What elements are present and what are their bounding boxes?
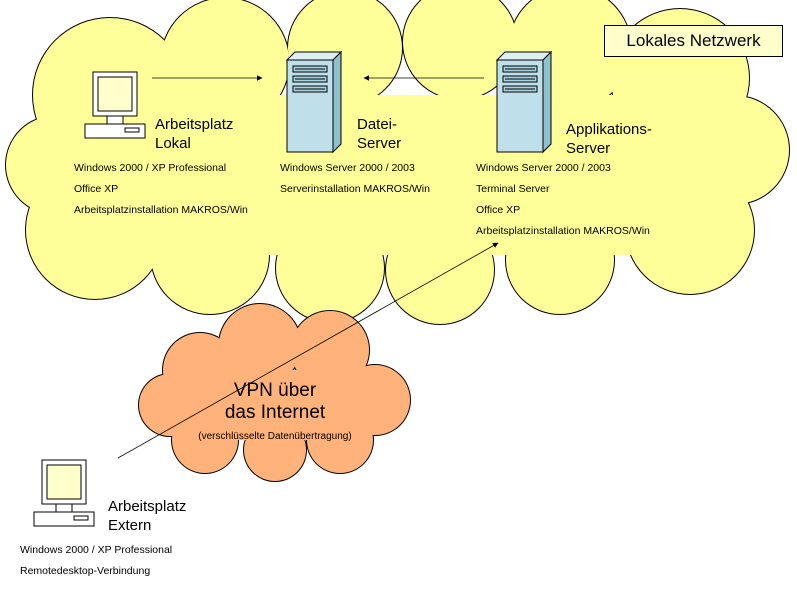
server-tower-icon [285,50,343,154]
spec-line: Windows 2000 / XP Professional [74,162,227,174]
vpn-link-line [117,242,499,459]
application-server-label: Applikations- Server [566,120,652,158]
spec-line: Serverinstallation MAKROS/Win [280,183,430,195]
server-tower-icon [495,50,553,154]
spec-line: Office XP [74,183,119,195]
application-server-specs: Windows Server 2000 / 2003 Terminal Serv… [476,158,650,242]
vpn-subtitle: (verschlüsselte Datenübertragung) [198,431,352,442]
computer-workstation-icon [84,71,146,139]
file-server-specs: Windows Server 2000 / 2003 Serverinstall… [280,158,430,200]
workstation-external-label: Arbeitsplatz Extern [108,497,186,535]
label-line: Server [357,135,402,152]
label-line: Arbeitsplatz [155,116,234,133]
spec-line: Remotedesktop-Verbindung [20,565,151,577]
spec-line: Arbeitsplatzinstallation MAKROS/Win [476,225,650,237]
spec-line: Terminal Server [476,183,550,195]
spec-line: Office XP [476,204,521,216]
local-network-cloud [5,0,790,325]
file-server-label: Datei- Server [357,115,401,153]
legend-title: Lokales Netzwerk [604,25,783,57]
label-line: Applikations- [566,121,652,138]
label-line: Server [566,140,611,157]
workstation-external-specs: Windows 2000 / XP Professional Remotedes… [20,540,172,582]
spec-line: Arbeitsplatzinstallation MAKROS/Win [74,204,248,216]
spec-line: Windows 2000 / XP Professional [20,544,173,556]
label-line: Arbeitsplatz [108,498,187,515]
vpn-title-line: VPN über [233,380,317,401]
spec-line: Windows Server 2000 / 2003 [476,162,611,174]
vpn-title-line: das Internet [224,402,326,423]
label-line: Datei- [357,116,398,133]
spec-line: Windows Server 2000 / 2003 [280,162,415,174]
computer-workstation-icon [33,459,95,527]
vpn-cloud [138,303,411,482]
label-line: Extern [108,517,152,534]
label-line: Lokal [155,135,191,152]
workstation-local-label: Arbeitsplatz Lokal [155,115,233,153]
workstation-local-specs: Windows 2000 / XP Professional Office XP… [74,158,248,221]
vpn-title: VPN über das Internet [175,380,375,424]
